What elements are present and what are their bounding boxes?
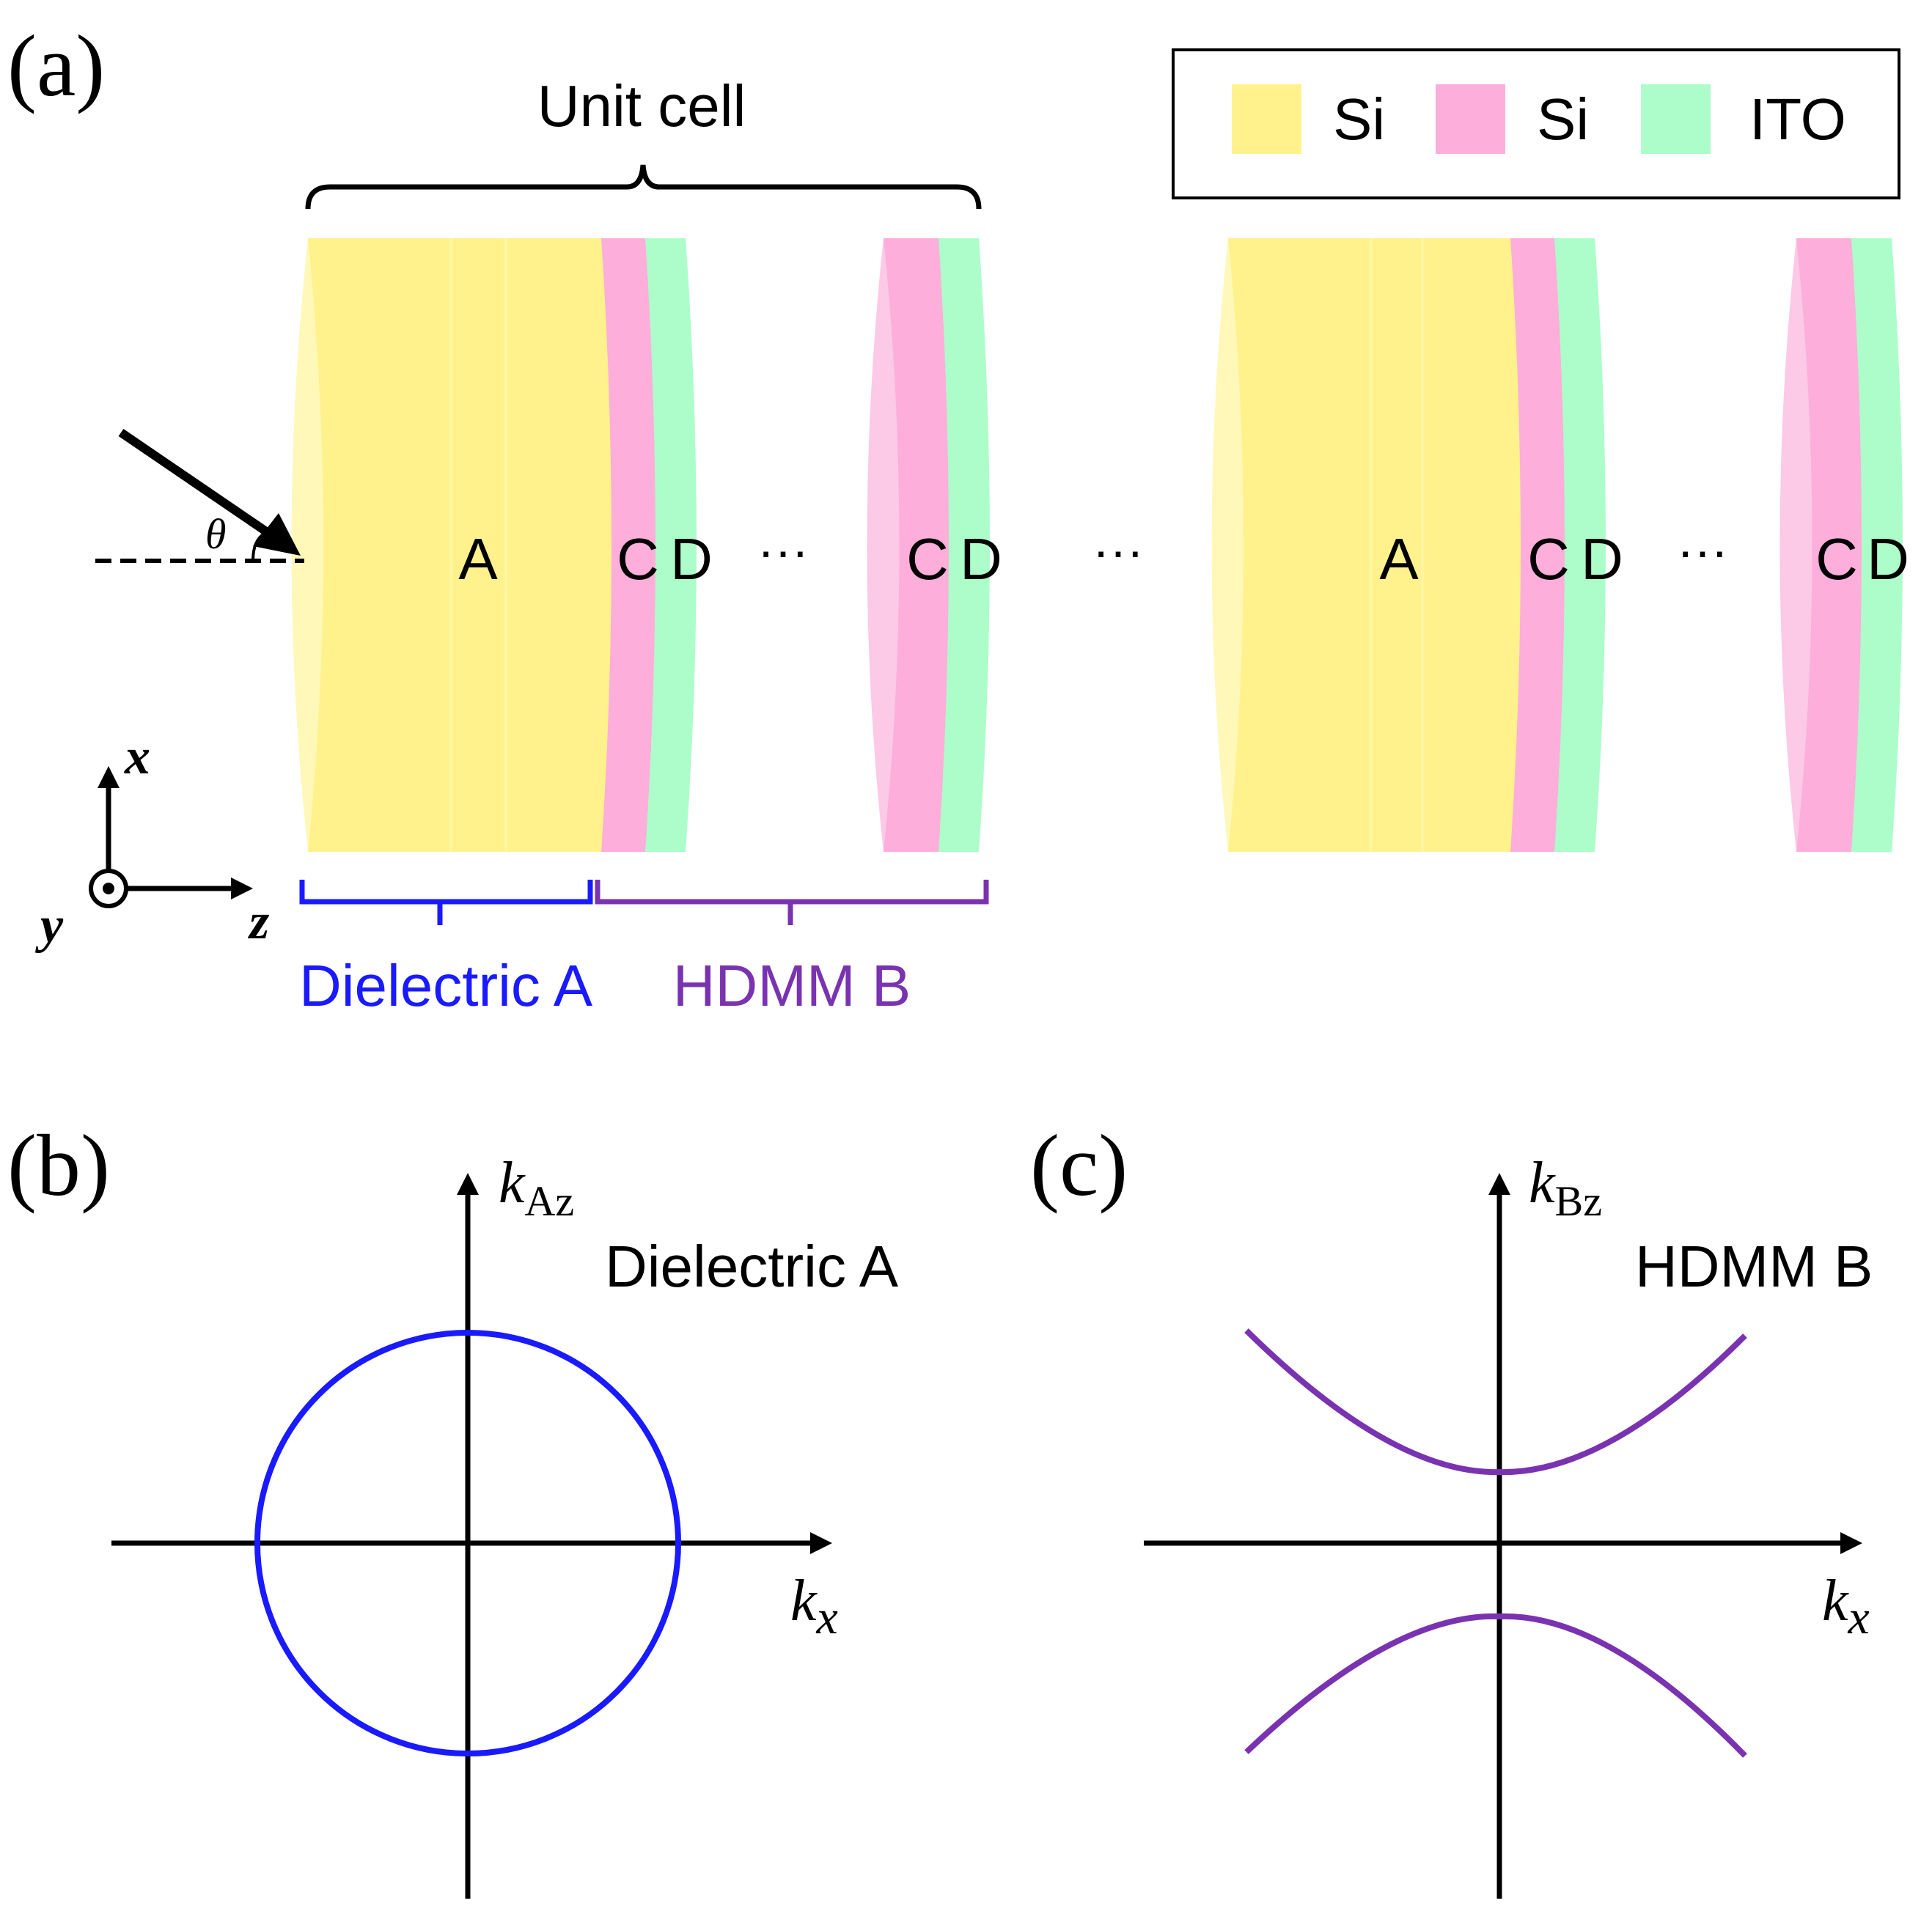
legend-swatch-si-pink (1436, 84, 1505, 154)
angle-arc (251, 532, 265, 562)
plot-b-title: Dielectric A (605, 1234, 899, 1299)
cell2-a-si (1228, 238, 1521, 852)
ellipsis-3: ··· (1677, 522, 1728, 579)
plot-b-ylabel-main: k (499, 1151, 526, 1215)
plot-b-isofrequency-circle (254, 1330, 681, 1756)
legend-swatch-ito-green (1641, 84, 1711, 154)
axis-y-label: y (35, 897, 64, 954)
plot-b-ylabel-sub: Az (525, 1177, 575, 1225)
legend-label-si-1: Si (1333, 87, 1385, 152)
plot-c-ylabel-sub: Bz (1555, 1177, 1602, 1225)
plot-b-xlabel-sub: x (816, 1591, 838, 1644)
plot-c: kBz HDMM B kx (1144, 1151, 1873, 1899)
plot-b-xlabel: kx (790, 1569, 838, 1644)
cell2-a-front-face (1211, 238, 1244, 852)
plot-b-ylabel: kAz (499, 1151, 574, 1225)
plot-b-xlabel-main: k (790, 1569, 818, 1633)
dielectric-a-brace (299, 880, 593, 925)
layer-a-front-face (291, 238, 323, 852)
cell2-a-label: A (1379, 526, 1419, 592)
angle-theta-label: θ (205, 510, 227, 558)
hdmm-b-brace (595, 880, 989, 925)
ellipsis-1: ··· (757, 522, 809, 579)
plot-c-ylabel: kBz (1529, 1151, 1602, 1225)
cell2-c-label: C (1527, 526, 1570, 592)
cd-pair-2: C D (1779, 238, 1909, 852)
cd2-front-face (1779, 238, 1812, 852)
unit-cell-label: Unit cell (537, 73, 746, 139)
legend-label-ito: ITO (1749, 87, 1846, 152)
plot-b-x-arrowhead (810, 1532, 832, 1554)
legend-swatch-si-yellow (1232, 84, 1301, 154)
panel-c-label: (c) (1030, 1116, 1128, 1214)
layer-d-ito (645, 238, 697, 852)
layer-d-label: D (670, 526, 713, 592)
incident-arrow-head (253, 513, 301, 556)
cd1-d-ito (939, 238, 990, 852)
cd1-d-label: D (960, 526, 1002, 592)
cd1-front-face (867, 238, 900, 852)
dielectric-a-label: Dielectric A (299, 953, 593, 1018)
layer-a-label: A (458, 526, 498, 592)
cell2-c-si (1510, 238, 1565, 852)
cd-pair-1: C D (867, 238, 1002, 852)
coordinate-axes: x z y (35, 729, 269, 954)
cd2-c-label: C (1815, 526, 1858, 592)
legend-label-si-2: Si (1537, 87, 1589, 152)
layer-c-si (601, 238, 655, 852)
cell2-d-label: D (1581, 526, 1623, 592)
plot-b-y-arrowhead (457, 1173, 479, 1195)
hdmm-b-label: HDMM B (673, 953, 911, 1018)
plot-c-y-arrowhead (1488, 1173, 1510, 1195)
axis-z-arrowhead (231, 877, 253, 899)
incident-wave: θ (95, 429, 304, 563)
axis-x-arrowhead (98, 766, 120, 788)
cell2-d-ito (1554, 238, 1606, 852)
plot-c-ylabel-main: k (1529, 1151, 1556, 1215)
panel-b-label: (b) (7, 1116, 110, 1214)
legend: Si Si ITO (1172, 48, 1900, 199)
panel-a-label: (a) (7, 17, 105, 114)
cd1-c-si (884, 238, 949, 852)
cd2-d-label: D (1867, 526, 1909, 592)
cd2-c-si (1796, 238, 1862, 852)
axis-y-dot (103, 883, 114, 894)
unit-cell-brace (305, 164, 982, 210)
unit-cell-1: A C D (291, 238, 713, 852)
cd2-d-ito (1851, 238, 1903, 852)
plot-c-xlabel: kx (1822, 1569, 1870, 1644)
plot-c-xlabel-main: k (1822, 1569, 1849, 1633)
plot-c-hyperbola-upper (1244, 1328, 1747, 1476)
ellipsis-2: ··· (1092, 522, 1144, 579)
plot-c-hyperbola-lower (1244, 1613, 1747, 1758)
plot-b: kAz Dielectric A kx (111, 1151, 899, 1899)
cd1-c-label: C (906, 526, 949, 592)
unit-cell-2: A C D (1211, 238, 1623, 852)
incident-arrow-shaft (118, 429, 285, 546)
plot-c-title: HDMM B (1635, 1234, 1873, 1299)
layer-c-label: C (617, 526, 659, 592)
axis-x-label: x (124, 729, 150, 785)
plot-c-x-arrowhead (1840, 1532, 1862, 1554)
plot-c-xlabel-sub: x (1848, 1591, 1870, 1644)
layer-a-si (308, 238, 611, 852)
axis-z-label: z (248, 894, 269, 950)
